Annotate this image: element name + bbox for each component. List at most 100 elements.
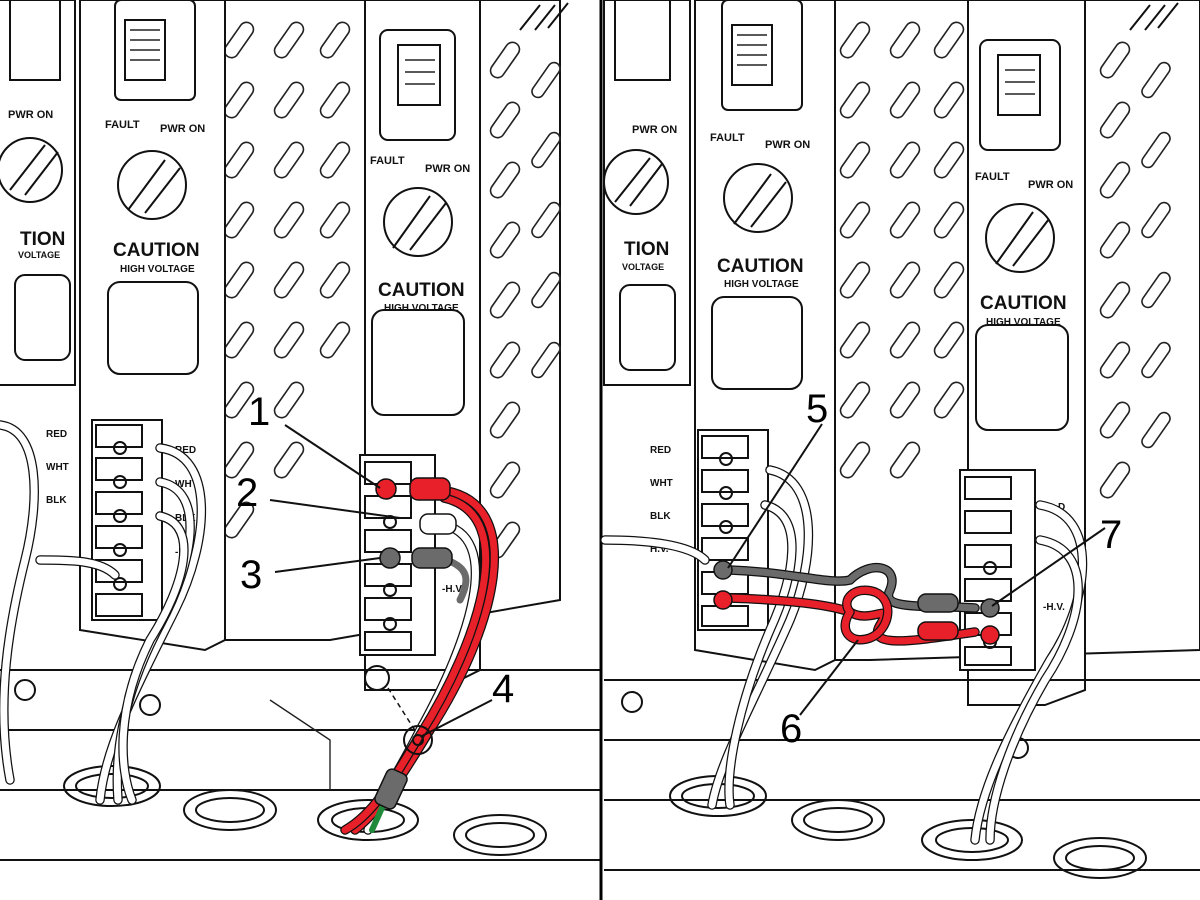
module-right-fault: FAULT (370, 155, 405, 167)
terminal-label-hv-right-r: -H.V. (1043, 602, 1065, 613)
brand-mark-icon (1129, 2, 1179, 31)
slot-column (889, 21, 921, 479)
ground-screw-icon (364, 665, 390, 691)
module-mid: FAULT PWR ON CAUTION HIGH VOLTAGE (79, 0, 226, 652)
terminal-label-blk-r: BLK (650, 511, 671, 522)
red-ring-terminal (980, 625, 1000, 645)
grommet (453, 814, 547, 856)
gray-ring-terminal (379, 547, 401, 569)
screw-icon (983, 561, 997, 575)
terminal-label-wht-r: WHT (650, 478, 673, 489)
logo-icon (383, 187, 453, 257)
terminal-label-blk-left: BLK (46, 495, 67, 506)
module-right-pwr-on: PWR ON (425, 163, 470, 175)
module-left-connector (614, 0, 671, 81)
callout-4: 4 (492, 667, 514, 711)
screw-icon (383, 617, 397, 631)
left-panel: PWR ON TION VOLTAGE FAULT PWR ON CAUTION… (0, 0, 600, 861)
connector-port (997, 54, 1041, 116)
callout-7: 7 (1100, 513, 1122, 557)
logo-icon (117, 150, 187, 220)
gray-ring-terminal (713, 560, 733, 580)
terminal-block (959, 469, 1036, 671)
callout-3: 3 (240, 553, 262, 597)
slot-column (1141, 61, 1171, 449)
terminal-label-red-r: RED (650, 445, 671, 456)
white-harness-left (0, 420, 207, 805)
module-left-window (619, 284, 676, 371)
screw-icon (113, 475, 127, 489)
connector-port (731, 24, 773, 86)
screw-icon (113, 509, 127, 523)
screw-icon (14, 679, 36, 701)
slot-column (273, 21, 305, 479)
grommet (1053, 837, 1147, 879)
callout-6: 6 (780, 707, 802, 751)
terminal-label-d-r: D (1058, 502, 1065, 513)
grommet (317, 799, 419, 841)
module-left-pwr-on-r: PWR ON (632, 124, 677, 136)
logo-icon-stroke (392, 195, 447, 251)
module-left-pwr-on: PWR ON (8, 109, 53, 121)
slot-column (933, 21, 965, 419)
right-panel: PWR ON TION VOLTAGE FAULT PWR ON CAUTION… (600, 0, 1200, 879)
callout-2: 2 (236, 471, 258, 515)
module-right-pwr-on-r: PWR ON (1028, 179, 1073, 191)
callout-leaders-right (727, 423, 1106, 716)
red-ring-terminal (713, 590, 733, 610)
logo-icon-stroke (9, 144, 59, 196)
grommet (791, 799, 885, 841)
gray-lug (411, 547, 453, 569)
module-mid-high-voltage-r: HIGH VOLTAGE (724, 279, 799, 290)
module-left-connector (9, 0, 61, 81)
module-right-high-voltage-r: HIGH VOLTAGE (986, 317, 1061, 328)
terminal-block (91, 419, 163, 621)
module-mid-pwr-on: PWR ON (160, 123, 205, 135)
screw-icon (621, 691, 643, 713)
grommet (183, 789, 277, 831)
callout-1: 1 (248, 390, 270, 434)
logo-icon (603, 149, 669, 215)
screw-icon (113, 441, 127, 455)
connector-port (124, 19, 166, 81)
red-lug (917, 621, 959, 641)
module-left-window (14, 274, 71, 361)
module-mid-fault-r: FAULT (710, 132, 745, 144)
module-right-high-voltage: HIGH VOLTAGE (384, 303, 459, 314)
module-mid-window (711, 296, 803, 390)
logo-icon (0, 137, 63, 203)
slot-column (1099, 41, 1131, 499)
terminal-label-wht-left: WHT (46, 462, 69, 473)
gray-ring-terminal (980, 598, 1000, 618)
logo-icon (985, 203, 1055, 273)
module-right-window (371, 309, 465, 416)
module-left-caution-r: TION (624, 239, 669, 260)
connector-port (397, 44, 441, 106)
screw-icon (113, 577, 127, 591)
module-left-high-voltage: VOLTAGE (18, 250, 60, 260)
logo-icon-stroke (995, 211, 1050, 267)
module-right-caution: CAUTION (378, 280, 465, 301)
terminal-label-wht: WHT (175, 479, 198, 490)
grommet (921, 819, 1023, 861)
module-left: PWR ON TION VOLTAGE (0, 0, 76, 386)
module-right-r: FAULT PWR ON CAUTION HIGH VOLTAGE D -H.V… (959, 0, 1086, 706)
module-right-connector (979, 39, 1061, 151)
screw-icon (113, 543, 127, 557)
terminal-label-red-left: RED (46, 429, 67, 440)
callout-leaders-left (269, 424, 493, 737)
logo-icon-stroke (614, 157, 663, 207)
jumper-wires (713, 560, 1000, 646)
red-lug (409, 477, 451, 501)
slot-column (223, 21, 255, 539)
screw-icon (719, 520, 733, 534)
module-mid-fault: FAULT (105, 119, 140, 131)
module-mid-window (107, 281, 199, 375)
terminal-label-hv-r: H.V. (650, 544, 669, 555)
terminal-label-hv-right: -H.V. (442, 584, 464, 595)
module-mid-high-voltage: HIGH VOLTAGE (120, 264, 195, 275)
module-right-window (975, 324, 1069, 431)
module-mid-caution-r: CAUTION (717, 256, 804, 277)
